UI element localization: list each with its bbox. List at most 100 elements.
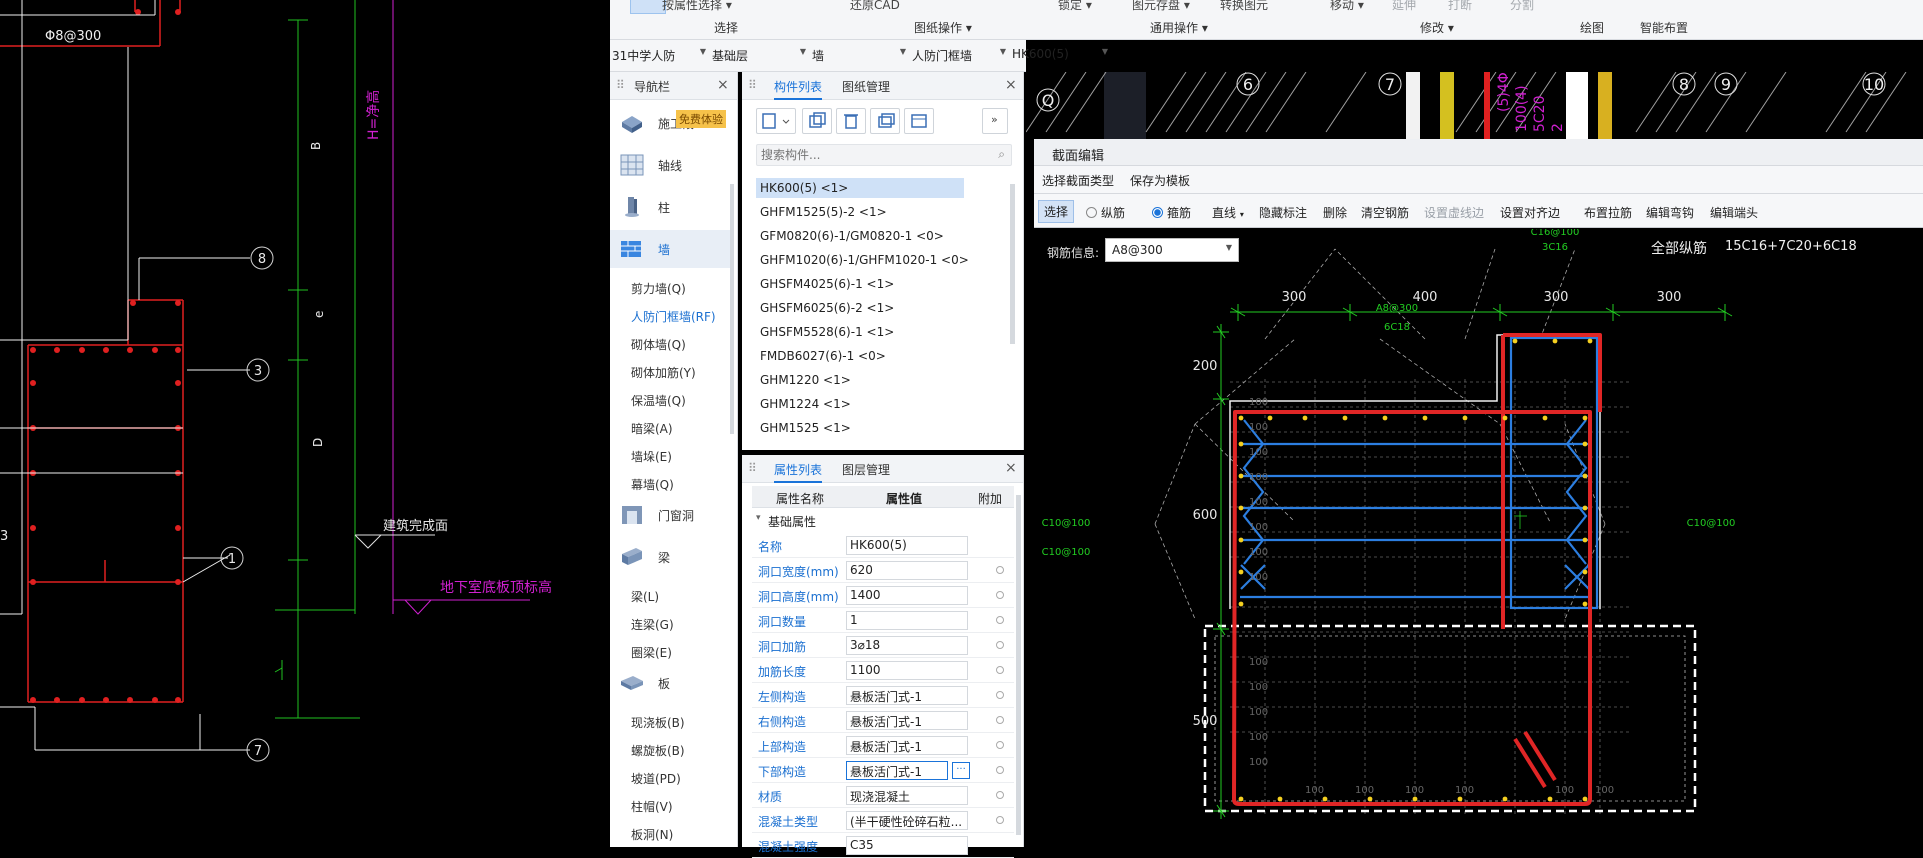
nav-sub-masonry-wall[interactable]: 砌体墙(Q) (631, 338, 686, 352)
list-item[interactable]: GHSFM5528(6)-1 <1> (760, 325, 895, 339)
project-select[interactable]: 31中学人防▼ (612, 47, 706, 63)
prop-value[interactable]: 3⌀18 (846, 636, 968, 655)
extra-checkbox[interactable] (996, 741, 1004, 749)
save-element-button[interactable]: 图元存盘 ▾ (1132, 0, 1190, 12)
ribbon-group-drawing[interactable]: 图纸操作 ▾ (914, 21, 972, 35)
nav-sub-column-cap[interactable]: 柱帽(V) (631, 800, 673, 814)
nav-sub-coupling-beam[interactable]: 连梁(G) (631, 618, 674, 632)
component-list-scrollbar[interactable] (1010, 184, 1015, 344)
prop-value[interactable]: 现浇混凝土 (846, 786, 968, 805)
extra-checkbox[interactable] (996, 716, 1004, 724)
nav-scrollbar[interactable] (730, 184, 734, 434)
lock-button[interactable]: 锁定 ▾ (1058, 0, 1092, 12)
nav-cat-beam[interactable]: 梁 (610, 538, 734, 576)
edit-end-button[interactable]: 编辑端头 (1710, 206, 1759, 220)
nav-sub-pilaster[interactable]: 墙垛(E) (631, 450, 672, 464)
extra-checkbox[interactable] (996, 791, 1004, 799)
list-item[interactable]: FMDB6027(6)-1 <0> (760, 349, 886, 363)
tab-property-list[interactable]: 属性列表 (774, 461, 823, 483)
nav-sub-ramp[interactable]: 坡道(PD) (631, 772, 681, 786)
prop-value[interactable]: (半干硬性砼碎石粒... (846, 811, 968, 830)
extra-checkbox[interactable] (996, 666, 1004, 674)
list-item[interactable]: GHFM1525(5)-2 <1> (760, 205, 887, 219)
nav-cat-column[interactable]: 柱 (610, 188, 734, 226)
restore-cad-button[interactable]: 还原CAD (850, 0, 900, 12)
section-editor-titlebar[interactable]: 截面编辑 (1034, 139, 1923, 166)
extra-checkbox[interactable] (996, 641, 1004, 649)
prop-value[interactable]: 1 (846, 611, 968, 630)
nav-sub-ring-beam[interactable]: 圈梁(E) (631, 646, 672, 660)
extra-checkbox[interactable] (996, 591, 1004, 599)
nav-sub-beam[interactable]: 梁(L) (631, 590, 660, 604)
nav-cat-axis[interactable]: 轴线 (610, 146, 734, 184)
cad-drawing-left[interactable]: 8 3 1 7 Φ8@300 B e D H=净高 (0, 0, 610, 847)
set-align-edge-button[interactable]: 设置对齐边 (1500, 206, 1561, 220)
component-select[interactable]: HK600(5)▼ (1012, 47, 1108, 61)
select-button[interactable]: 选择 (1038, 200, 1075, 223)
property-list-close-icon[interactable]: × (1005, 460, 1017, 476)
prop-value[interactable]: 1100 (846, 661, 968, 680)
nav-sub-spiral-slab[interactable]: 螺旋板(B) (631, 744, 685, 758)
select-tool-button[interactable] (630, 0, 666, 14)
more-tools-button[interactable]: » (982, 108, 1008, 134)
nav-sub-civil-defense-wall[interactable]: 人防门框墙(RF) (631, 310, 716, 324)
prop-value[interactable]: 1400 (846, 586, 968, 605)
clear-rebar-button[interactable]: 清空钢筋 (1361, 206, 1410, 220)
edit-hook-button[interactable]: 编辑弯钩 (1646, 206, 1695, 220)
nav-cat-slab[interactable]: 板 (610, 664, 734, 702)
ribbon-group-general[interactable]: 通用操作 ▾ (1150, 21, 1208, 35)
extend-button[interactable]: 延伸 (1392, 0, 1417, 12)
list-item[interactable]: GHSFM4025(6)-1 <1> (760, 277, 895, 291)
nav-sub-hidden-beam[interactable]: 暗梁(A) (631, 422, 673, 436)
menu-select-section-type[interactable]: 选择截面类型 (1042, 174, 1115, 188)
rebar-info-select[interactable]: A8@300 ▼ (1105, 238, 1239, 262)
nav-sub-slab-hole[interactable]: 板洞(N) (631, 828, 674, 842)
prop-value[interactable]: 悬板活门式-1 (846, 711, 968, 730)
drag-handle-icon[interactable]: ⠿ (748, 461, 757, 475)
prop-value[interactable]: 悬板活门式-1 (846, 686, 968, 705)
drag-handle-icon[interactable]: ⠿ (616, 78, 625, 92)
main-canvas-top[interactable]: Q 6 7 8 9 10 (5)4Φ 100(4) 5C20 2 (1026, 72, 1923, 147)
nav-close-icon[interactable]: × (717, 77, 729, 93)
more-options-icon[interactable]: ··· (952, 762, 970, 779)
extra-checkbox[interactable] (996, 816, 1004, 824)
collapse-icon[interactable]: ▾ (756, 513, 761, 523)
line-dropdown[interactable]: 直线 ▾ (1212, 206, 1244, 220)
extra-checkbox[interactable] (996, 566, 1004, 574)
nav-cat-opening[interactable]: 门窗洞 (610, 496, 734, 534)
radio-stirrup[interactable]: 箍筋 (1152, 204, 1191, 221)
nav-sub-shear-wall[interactable]: 剪力墙(Q) (631, 282, 686, 296)
delete-button[interactable]: 删除 (1323, 206, 1348, 220)
nav-sub-insulation-wall[interactable]: 保温墙(Q) (631, 394, 686, 408)
list-item[interactable]: HK600(5) <1> (756, 178, 964, 198)
select-by-attr-button[interactable]: 按属性选择 ▾ (662, 0, 732, 12)
break-button[interactable]: 打断 (1448, 0, 1473, 12)
hide-annotation-button[interactable]: 隐藏标注 (1259, 206, 1308, 220)
layer-copy-button[interactable] (870, 108, 900, 134)
tab-drawing-management[interactable]: 图纸管理 (842, 80, 891, 94)
prop-value[interactable]: HK600(5) (846, 536, 968, 555)
tab-layer-management[interactable]: 图层管理 (842, 463, 891, 477)
sort-button[interactable] (904, 108, 934, 134)
copy-component-button[interactable] (802, 108, 832, 134)
prop-value[interactable]: C35 (846, 836, 968, 855)
list-item[interactable]: GHFM1020(6)-1/GHFM1020-1 <0> (760, 253, 969, 267)
drag-handle-icon[interactable]: ⠿ (748, 78, 757, 92)
extra-checkbox[interactable] (996, 766, 1004, 774)
subtype-select[interactable]: 人防门框墙▼ (912, 47, 1006, 63)
radio-longitudinal[interactable]: 纵筋 (1086, 204, 1125, 221)
ribbon-group-modify[interactable]: 修改 ▾ (1420, 21, 1454, 35)
search-box[interactable]: ⌕ (756, 144, 1012, 166)
prop-value[interactable]: 620 (846, 561, 968, 580)
search-input[interactable] (761, 147, 981, 163)
list-item[interactable]: GHSFM6025(6)-2 <1> (760, 301, 895, 315)
list-item[interactable]: GHM1220 <1> (760, 373, 851, 387)
extra-checkbox[interactable] (996, 616, 1004, 624)
list-item[interactable]: GHM1525 <1> (760, 421, 851, 435)
floor-select[interactable]: 基础层▼ (712, 47, 806, 63)
nav-sub-masonry-rebar[interactable]: 砌体加筋(Y) (631, 366, 696, 380)
type-select[interactable]: 墙▼ (812, 47, 906, 63)
menu-save-as-template[interactable]: 保存为模板 (1130, 174, 1191, 188)
search-icon[interactable]: ⌕ (998, 147, 1005, 161)
component-list-close-icon[interactable]: × (1005, 77, 1017, 93)
